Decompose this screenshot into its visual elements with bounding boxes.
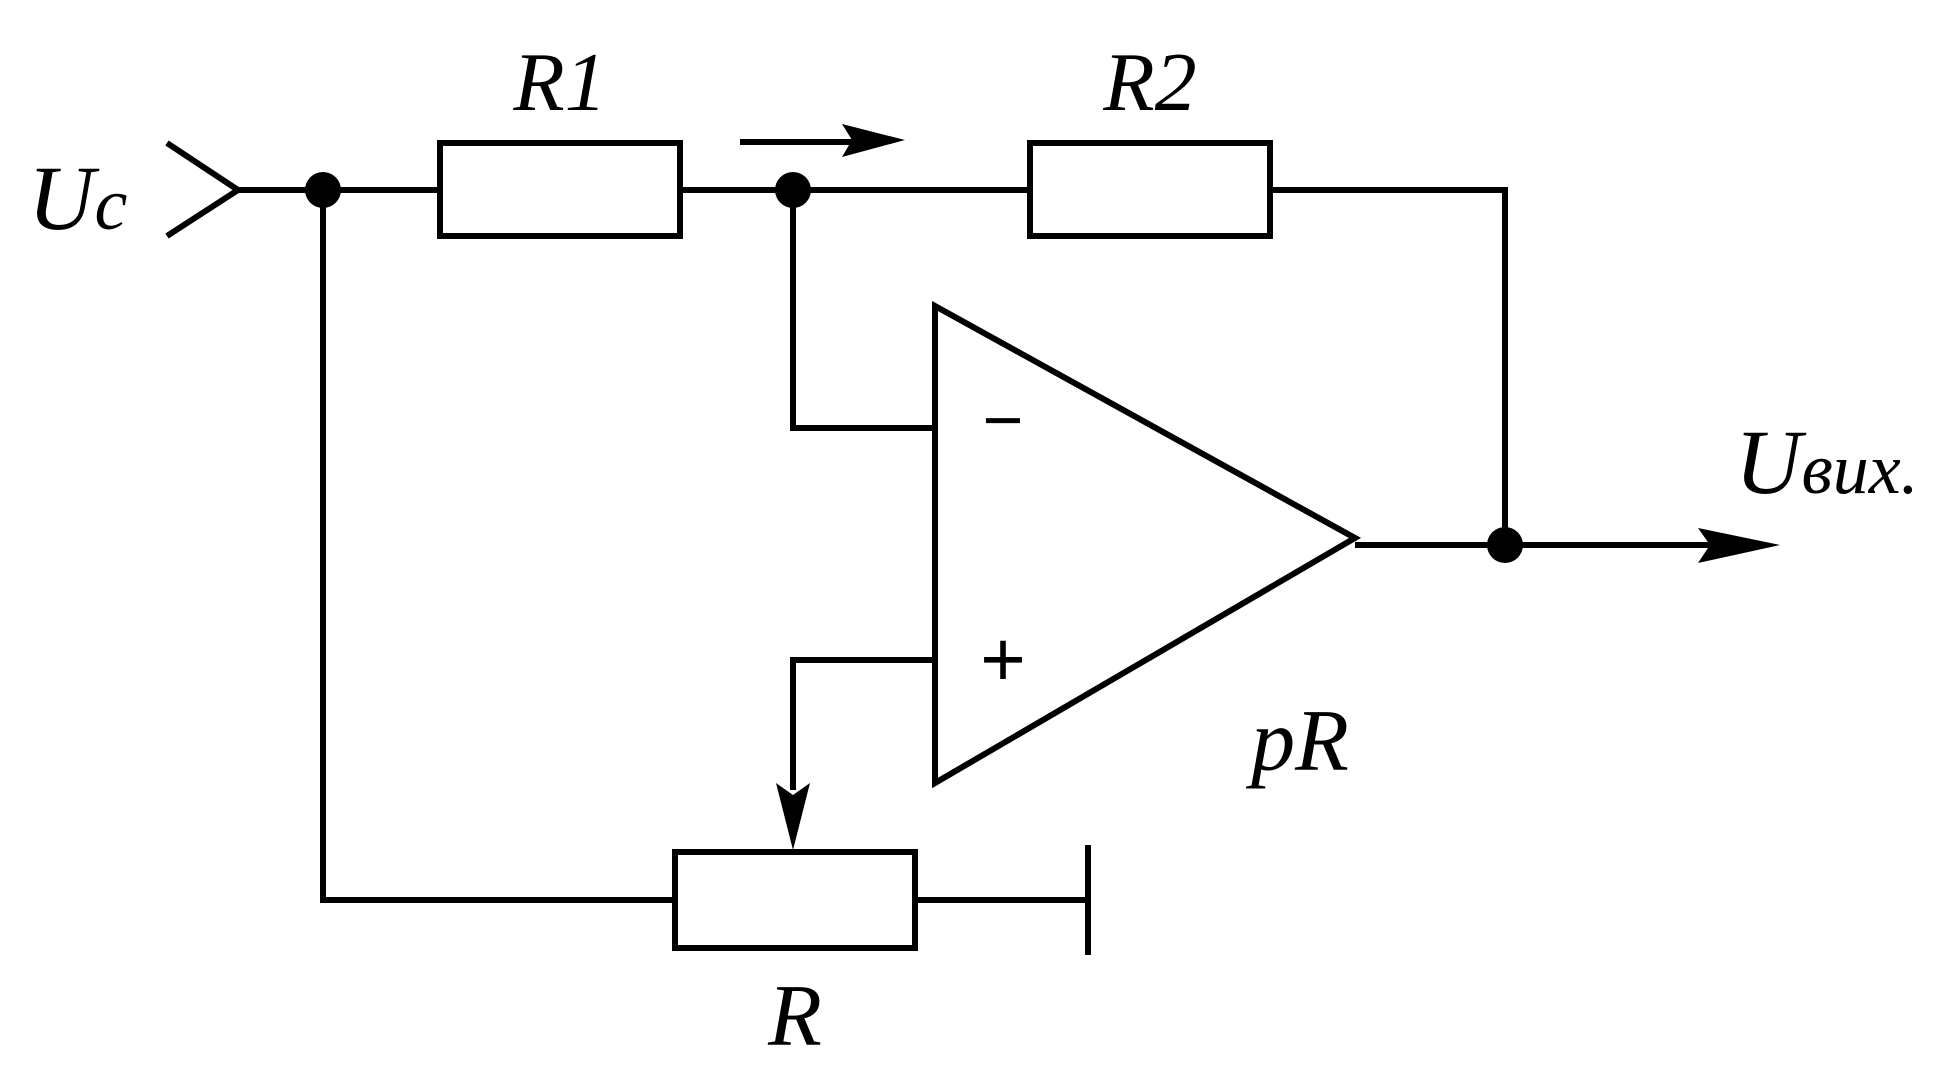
opamp-noninverting-sign: + xyxy=(980,615,1026,703)
junction-node-input xyxy=(305,172,341,208)
wire-input-to-potentiometer xyxy=(320,190,675,903)
input-voltage-label: Uc xyxy=(28,147,127,249)
output-voltage-label: Uвих. xyxy=(1735,411,1919,513)
input-terminal-symbol xyxy=(165,140,244,239)
wire-feedback-r2-to-output xyxy=(1270,187,1508,545)
potentiometer-label: R xyxy=(767,968,822,1065)
wire-noninverting-to-wiper xyxy=(790,657,935,790)
potentiometer-fraction-label: pR xyxy=(1245,693,1349,790)
opamp-triangle xyxy=(932,300,1362,789)
junction-node-output xyxy=(1487,527,1523,563)
resistor-r2 xyxy=(1027,140,1273,239)
resistor-r1-label: R1 xyxy=(512,36,606,129)
junction-node-inverting xyxy=(775,172,811,208)
wiper-arrow-head xyxy=(776,783,810,850)
wire-node-to-inverting-input xyxy=(790,190,935,431)
resistor-r2-label: R2 xyxy=(1102,36,1196,129)
output-arrow-head xyxy=(1698,528,1780,563)
current-arrow-head xyxy=(842,124,905,157)
opamp-inverting-sign: − xyxy=(983,381,1024,459)
potentiometer-r xyxy=(672,849,918,951)
resistor-r1 xyxy=(437,140,683,239)
